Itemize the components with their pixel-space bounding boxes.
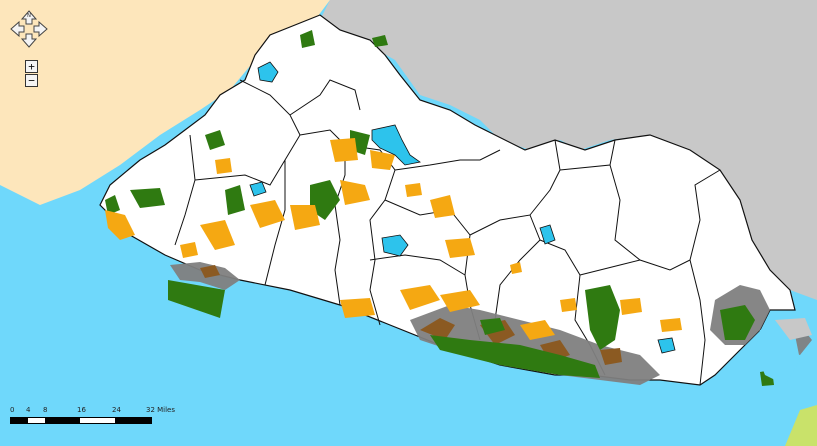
neighbor-country-east: [320, 0, 817, 300]
neighbor-country-southeast: [785, 405, 817, 446]
scale-tick: 8: [43, 406, 48, 414]
island: [775, 318, 812, 340]
scale-tick: 4: [26, 406, 31, 414]
scale-segment: [45, 418, 80, 423]
scale-bar-graphic: [10, 417, 152, 424]
scale-tick: 32 Miles: [146, 406, 176, 414]
scale-tick: 24: [112, 406, 121, 414]
svg-text:N: N: [27, 13, 31, 19]
scale-bar: 0 4 8 16 24 32 Miles: [8, 406, 178, 432]
lakes: [249, 61, 676, 354]
zoom-out-button[interactable]: −: [25, 74, 38, 87]
scale-tick: 16: [77, 406, 86, 414]
scale-tick: 0: [10, 406, 15, 414]
scale-segment: [115, 418, 151, 423]
agriculture-areas: [105, 138, 682, 340]
gulf-of-fonseca: [755, 325, 800, 385]
neighbor-country-west: [0, 0, 330, 205]
scale-segment: [11, 418, 28, 423]
pan-arrows-icon[interactable]: N: [9, 9, 49, 49]
zoom-in-button[interactable]: +: [25, 60, 38, 73]
